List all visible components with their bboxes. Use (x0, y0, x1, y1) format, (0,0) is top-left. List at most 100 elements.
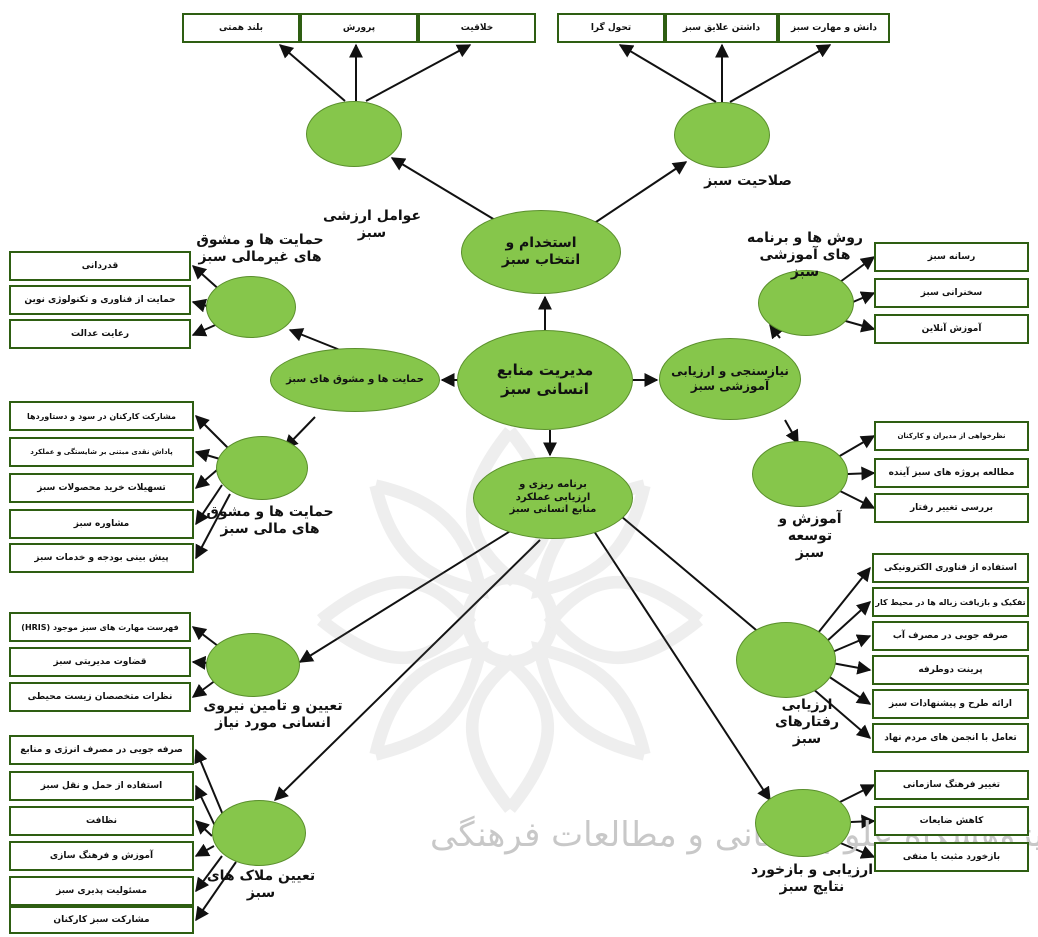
connector-arrow (847, 466, 876, 481)
box-nonfin-3: رعایت عدالت (9, 319, 191, 349)
box-methods-3: آموزش آنلاین (874, 314, 1029, 344)
workforce-node (206, 633, 300, 697)
connector-arrow (850, 814, 876, 829)
connector-arrow (589, 161, 688, 227)
box-competence-1: تحول گرا (557, 13, 665, 43)
behavior-node (736, 622, 836, 698)
box-fin-2: پاداش نقدی مبتنی بر شایستگی و عملکرد (9, 437, 194, 467)
connector-arrow (811, 687, 872, 739)
box-behavior-5: ارائه طرح و پیشنهادات سبز (872, 689, 1029, 719)
connector-arrow (729, 44, 832, 103)
box-fin-3: تسهیلات خرید محصولات سبز (9, 473, 194, 503)
feedback-node (755, 789, 851, 857)
connector-arrow (817, 566, 871, 634)
methods-node (758, 270, 854, 336)
connector-arrow (194, 448, 221, 463)
connector-arrow (194, 843, 215, 857)
connector-arrow (784, 419, 799, 445)
training-needs-node: نیازسنجی و ارزیابی آموزشی سبز (659, 338, 801, 420)
box-nonfin-2: حمایت از فناوری و تکنولوژی نوین (9, 285, 191, 315)
box-criteria-4: آموزش و فرهنگ سازی (9, 841, 194, 871)
box-behavior-3: صرفه جویی در مصرف آب (872, 621, 1029, 651)
connector-arrow (195, 484, 223, 526)
connector-arrow (194, 748, 224, 816)
connector-arrow (841, 318, 876, 333)
nonfin-node (206, 276, 296, 338)
box-nonfin-1: قدردانی (9, 251, 191, 281)
connector-arrow (195, 855, 223, 893)
box-behavior-1: استفاده از فناوری الکترونیکی (872, 553, 1029, 583)
methods-label: روش ها و برنامه های آموزشی سبز (746, 230, 863, 280)
connector-arrow (621, 516, 770, 641)
planning-node: برنامه ریزی و ارزیابی عملکرد منابع انسان… (473, 457, 633, 539)
behavior-label: ارزیابی رفتارهای سبز (774, 697, 840, 747)
workforce-label: تعیین و تامین نیروی انسانی مورد نیاز (203, 698, 343, 731)
box-criteria-6: مشارکت سبز کارکنان (9, 906, 194, 934)
box-feedback-2: کاهش ضایعات (874, 806, 1029, 836)
recruitment-node: استخدام و انتخاب سبز (461, 210, 621, 294)
connector-arrow (837, 841, 876, 859)
support-node: حمایت ها و مشوق های سبز (270, 348, 440, 412)
connector-arrow (191, 655, 209, 670)
connector-arrow (195, 861, 237, 922)
connector-arrow (837, 489, 876, 509)
connector-arrow (195, 493, 231, 560)
connector-arrow (837, 784, 876, 804)
connector-arrow (825, 601, 872, 643)
connector-arrow (618, 44, 717, 103)
box-fin-1: مشارکت کارکنان در سود و دستاوردها (9, 401, 194, 431)
connector-arrow (288, 328, 341, 351)
box-criteria-3: نظافت (9, 806, 194, 836)
connector-arrow (278, 44, 346, 102)
connector-arrow (274, 539, 541, 801)
connector-arrow (852, 291, 876, 305)
competence-label: صلاحیت سبز (704, 173, 792, 189)
box-criteria-2: استفاده از حمل و نقل سبز (9, 771, 194, 801)
box-methods-1: رسانه سبز (874, 242, 1029, 272)
box-values-3: خلاقیت (418, 13, 536, 43)
box-workforce-2: قضاوت مدیریتی سبز (9, 647, 191, 677)
box-training-2: مطالعه پروژه های سبز آینده (874, 458, 1029, 488)
connector-arrow (837, 435, 876, 458)
connector-arrow (191, 626, 219, 647)
values-node (306, 101, 402, 167)
connector-arrow (831, 660, 872, 675)
box-values-1: بلند همتی (182, 13, 300, 43)
connector-arrow (194, 469, 218, 489)
box-criteria-1: صرفه جویی در مصرف انرژی و منابع (9, 735, 194, 765)
box-competence-3: دانش و مهارت سبز (778, 13, 890, 43)
values-label: عوامل ارزشی سبز (322, 208, 422, 241)
box-fin-5: پیش بینی بودجه و خدمات سبز (9, 543, 194, 573)
connector-arrow (195, 415, 231, 451)
connector-arrow (365, 44, 472, 102)
connector-arrows (191, 43, 876, 922)
connector-arrow (839, 256, 876, 283)
box-methods-2: سخنرانی سبز (874, 278, 1029, 308)
center-node: مدیریت منابع انسانی سبز (457, 330, 633, 430)
box-feedback-1: تغییر فرهنگ سازمانی (874, 770, 1029, 800)
fin-node (216, 436, 308, 500)
connector-arrow (195, 784, 216, 827)
box-feedback-3: بازخورد مثبت یا منفی (874, 842, 1029, 872)
feedback-label: ارزیابی و بازخورد نتایج سبز (751, 862, 873, 895)
box-competence-2: داشتن علایق سبز (665, 13, 778, 43)
box-behavior-4: پرینت دوطرفه (872, 655, 1029, 685)
box-training-1: نظرخواهی از مدیران و کارکنان (874, 421, 1029, 451)
box-workforce-3: نظرات متخصصان زیست محیطی (9, 682, 191, 712)
box-criteria-5: مسئولیت پذیری سبز (9, 876, 194, 906)
box-behavior-6: تعامل با انجمن های مردم نهاد (872, 723, 1029, 753)
box-training-3: بررسی تغییر رفتار (874, 493, 1029, 523)
fin-label: حمایت ها و مشوق های مالی سبز (206, 504, 334, 537)
box-behavior-2: تفکیک و بازیافت زباله ها در محیط کار (872, 587, 1029, 617)
connector-arrow (298, 529, 513, 663)
box-values-2: پرورش (300, 13, 418, 43)
connector-arrow (194, 820, 213, 837)
connector-arrow (829, 634, 872, 654)
training-node (752, 441, 848, 507)
connector-arrow (589, 524, 771, 802)
criteria-label: تعیین ملاک های سبز (206, 868, 316, 901)
criteria-node (212, 800, 306, 866)
connector-arrow (769, 323, 784, 340)
box-fin-4: مشاوره سبز (9, 509, 194, 539)
